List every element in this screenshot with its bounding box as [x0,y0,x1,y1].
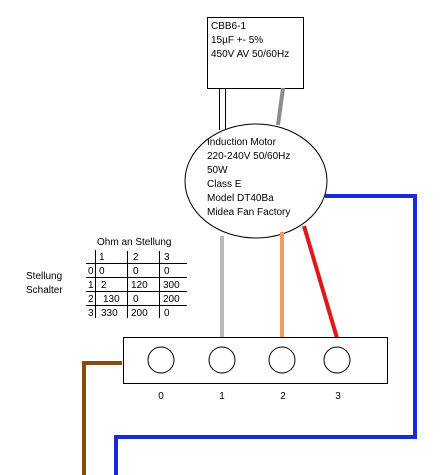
terminal-1-circle [208,346,236,374]
capacitor-label: CBB6-1 15µF +- 5% 450V AV 50/60Hz [211,20,289,62]
table-cell: 200 [163,294,180,305]
table-cell: 0 [164,266,170,277]
wire-blue [114,194,417,475]
side-label: Schalter [26,285,63,296]
row-pos: 2 [88,294,94,305]
table-cell: 200 [131,308,148,319]
table-header: Ohm an Stellung [97,237,172,248]
motor-line: 220-240V 50/60Hz [207,151,291,162]
col-header: 3 [164,252,170,263]
terminal-label-1: 1 [219,391,225,402]
terminal-2-circle [268,346,296,374]
capacitor-line: 15µF +- 5% [211,35,264,46]
row-pos: 3 [88,308,94,319]
table-cell: 0 [99,266,105,277]
col-header: 2 [133,252,139,263]
capacitor-lead-white [219,88,226,130]
table-side-labels: Stellung Schalter [26,270,63,298]
terminal-label-0: 0 [158,391,164,402]
capacitor-line: 450V AV 50/60Hz [211,49,290,60]
wire-red [302,225,339,339]
table-grid [86,250,187,318]
motor-circle [184,123,328,239]
table-cell: 120 [131,280,148,291]
table-cell: 0 [164,308,170,319]
motor-label: Induction Motor 220-240V 50/60Hz 50W Cla… [207,136,290,220]
col-header: 1 [99,252,105,263]
motor-line: Midea Fan Factory [207,207,291,218]
capacitor-line: CBB6-1 [211,21,247,32]
terminal-label-2: 2 [280,391,286,402]
terminal-3-circle [323,346,351,374]
motor-line: 50W [207,165,228,176]
terminal-0-circle [147,346,175,374]
motor-line: Model DT40Ba [207,193,274,204]
side-label: Stellung [26,271,63,282]
row-pos: 0 [88,266,94,277]
motor-line: Induction Motor [207,137,276,148]
wire-brown [82,361,122,475]
table-cell: 130 [103,294,120,305]
motor-line: Class E [207,179,242,190]
terminal-label-3: 3 [335,391,341,402]
table-cell: 0 [133,294,139,305]
table-cell: 0 [133,266,139,277]
table-cell: 300 [163,280,180,291]
capacitor-box [207,17,304,89]
table-cell: 330 [101,308,118,319]
capacitor-lead-gray [276,87,285,126]
row-pos: 1 [88,280,94,291]
table-cell: 2 [101,280,107,291]
